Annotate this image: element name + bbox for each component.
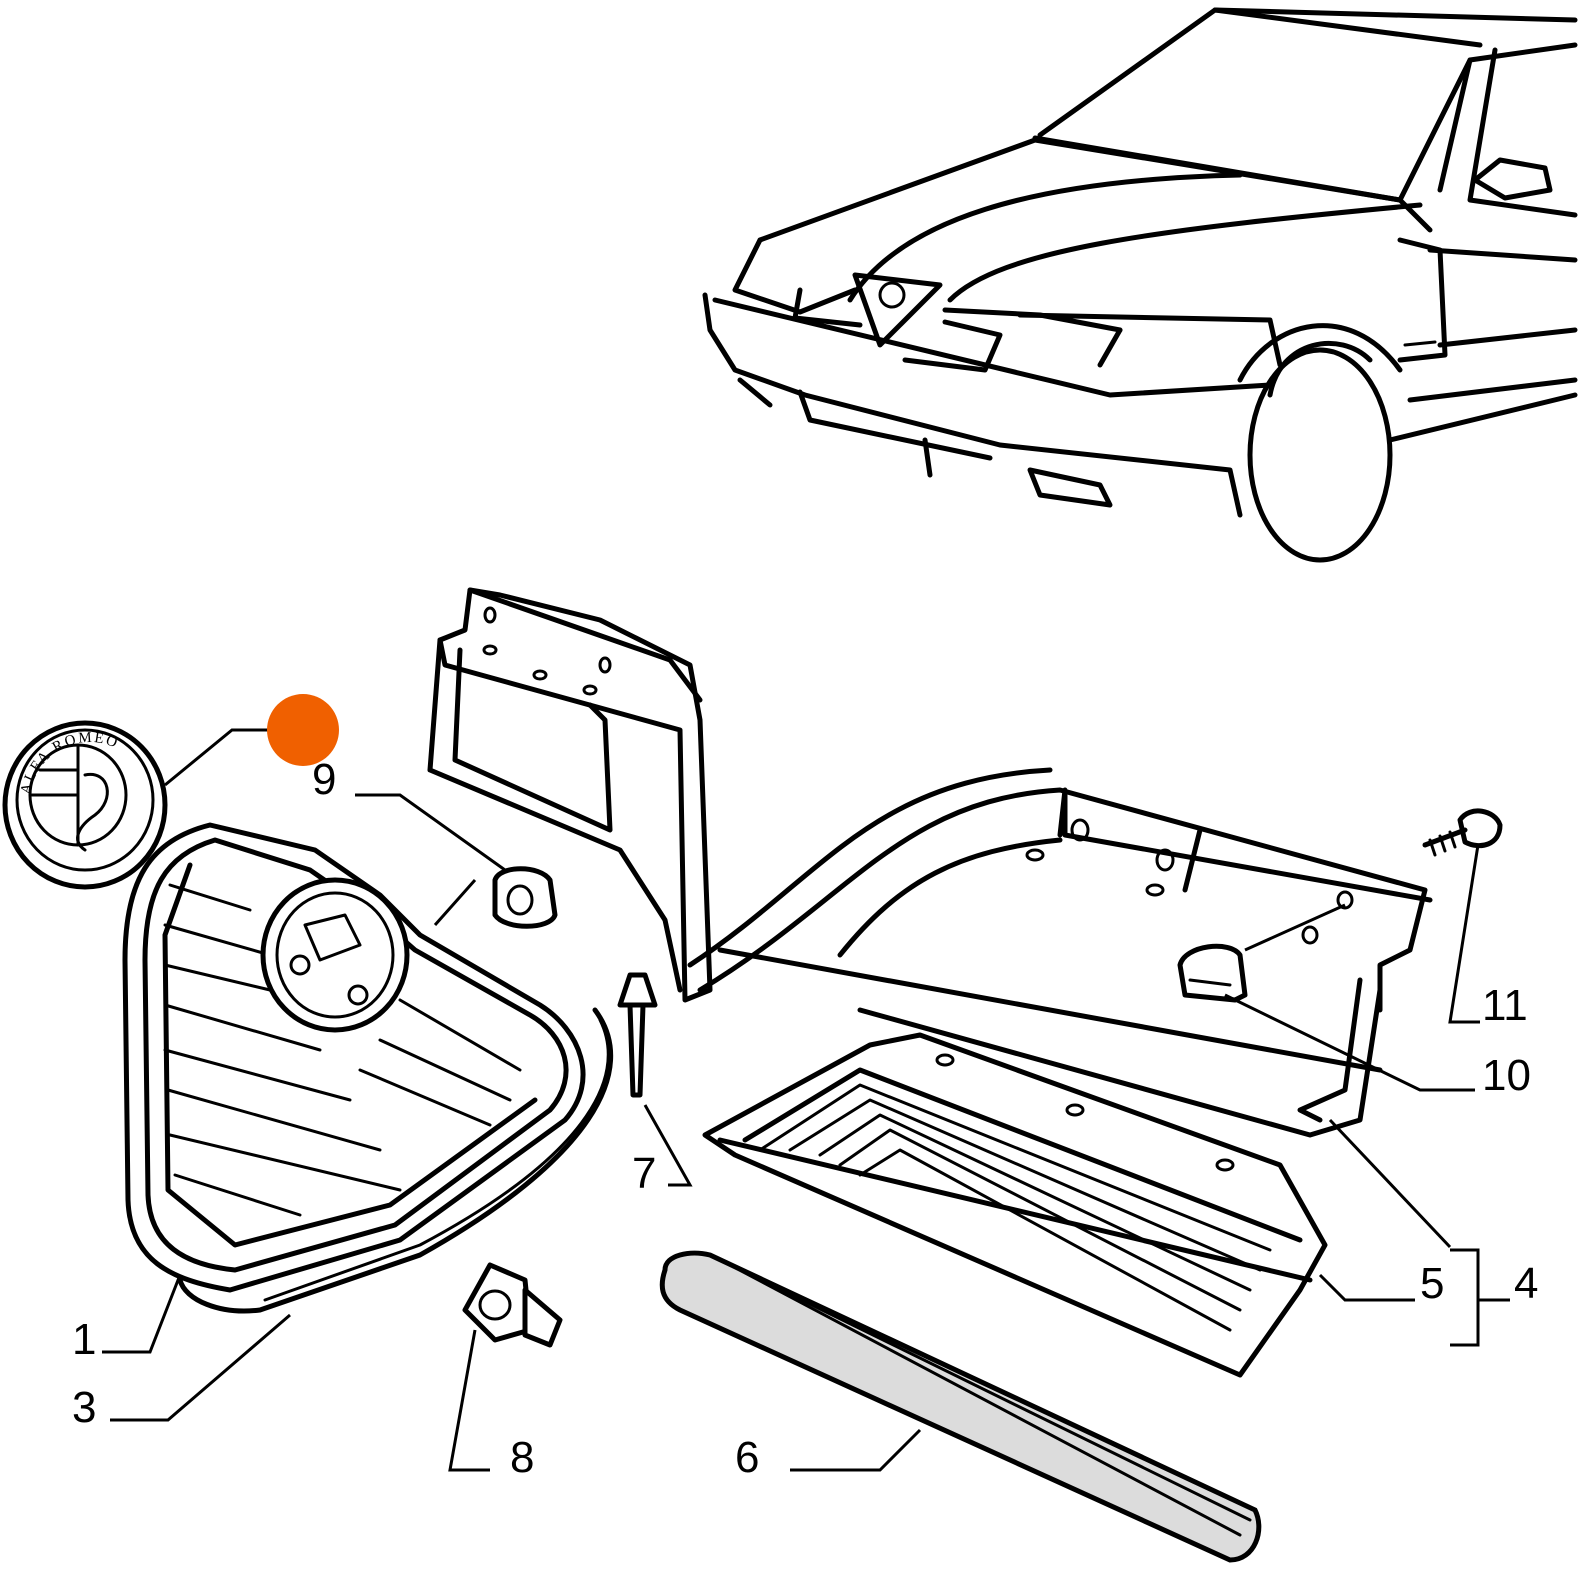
- lower-grille: [702, 1032, 1328, 1378]
- callout-1: 1: [72, 1315, 97, 1364]
- highlight-marker[interactable]: [267, 694, 339, 766]
- car-illustration: [702, 7, 1578, 563]
- callout-3: 3: [72, 1383, 97, 1432]
- clip-8: [462, 1262, 563, 1348]
- clip-10: [1177, 943, 1248, 1003]
- callout-9: 9: [312, 755, 337, 804]
- grille-support-frame: [427, 587, 1433, 1138]
- callout-4: 4: [1514, 1259, 1539, 1308]
- emblem-lettering: ALFA ROMEO: [18, 730, 121, 796]
- foam-seal-strip: [659, 1250, 1262, 1563]
- push-pin-7: [617, 972, 658, 1098]
- callout-7: 7: [632, 1149, 657, 1198]
- callout-6: 6: [735, 1433, 760, 1482]
- callout-10: 10: [1482, 1051, 1531, 1100]
- callout-5: 5: [1420, 1259, 1445, 1308]
- leader-lines: [102, 728, 1510, 1472]
- emblem-text: ALFA ROMEO: [18, 730, 119, 796]
- callout-11: 11: [1482, 981, 1528, 1030]
- front-grille: [122, 822, 614, 1314]
- svg-text:ALFA ROMEO: ALFA ROMEO: [18, 730, 121, 796]
- screw-11: [1422, 808, 1503, 857]
- callout-8: 8: [510, 1433, 535, 1482]
- grommet-9: [492, 866, 558, 929]
- alfa-romeo-emblem: [2, 720, 168, 890]
